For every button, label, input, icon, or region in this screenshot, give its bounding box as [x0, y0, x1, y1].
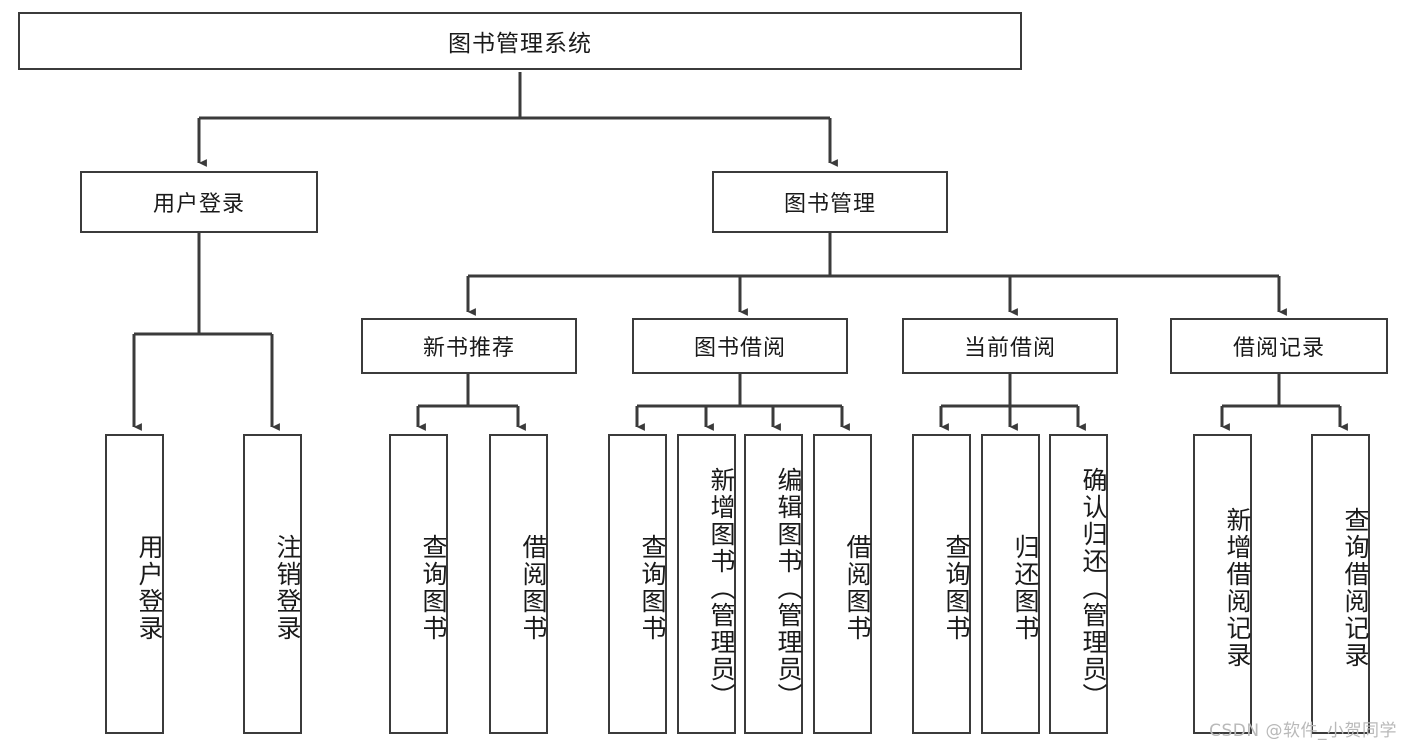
node-book-manage[interactable]: 图书管理: [712, 171, 948, 233]
leaf-borrow-book-recommend[interactable]: 借阅图书: [489, 434, 548, 734]
leaf-edit-book-admin[interactable]: 编辑图书（管理员）: [744, 434, 803, 734]
leaf-logout-login[interactable]: 注销登录: [243, 434, 302, 734]
node-root-system[interactable]: 图书管理系统: [18, 12, 1022, 70]
leaf-query-borrow-record[interactable]: 查询借阅记录: [1311, 434, 1370, 734]
csdn-watermark: CSDN @软件_小贺同学: [1209, 721, 1397, 741]
leaf-return-book[interactable]: 归还图书: [981, 434, 1040, 734]
node-user-login[interactable]: 用户登录: [80, 171, 318, 233]
leaf-borrow-book-borrow[interactable]: 借阅图书: [813, 434, 872, 734]
node-new-book-recommend[interactable]: 新书推荐: [361, 318, 577, 374]
leaf-add-book-admin[interactable]: 新增图书（管理员）: [677, 434, 736, 734]
leaf-user-login[interactable]: 用户登录: [105, 434, 164, 734]
leaf-confirm-return-admin[interactable]: 确认归还（管理员）: [1049, 434, 1108, 734]
node-current-borrow[interactable]: 当前借阅: [902, 318, 1118, 374]
leaf-query-book-recommend[interactable]: 查询图书: [389, 434, 448, 734]
leaf-add-borrow-record[interactable]: 新增借阅记录: [1193, 434, 1252, 734]
leaf-query-book-current[interactable]: 查询图书: [912, 434, 971, 734]
leaf-query-book-borrow[interactable]: 查询图书: [608, 434, 667, 734]
node-book-borrow[interactable]: 图书借阅: [632, 318, 848, 374]
node-borrow-record[interactable]: 借阅记录: [1170, 318, 1388, 374]
